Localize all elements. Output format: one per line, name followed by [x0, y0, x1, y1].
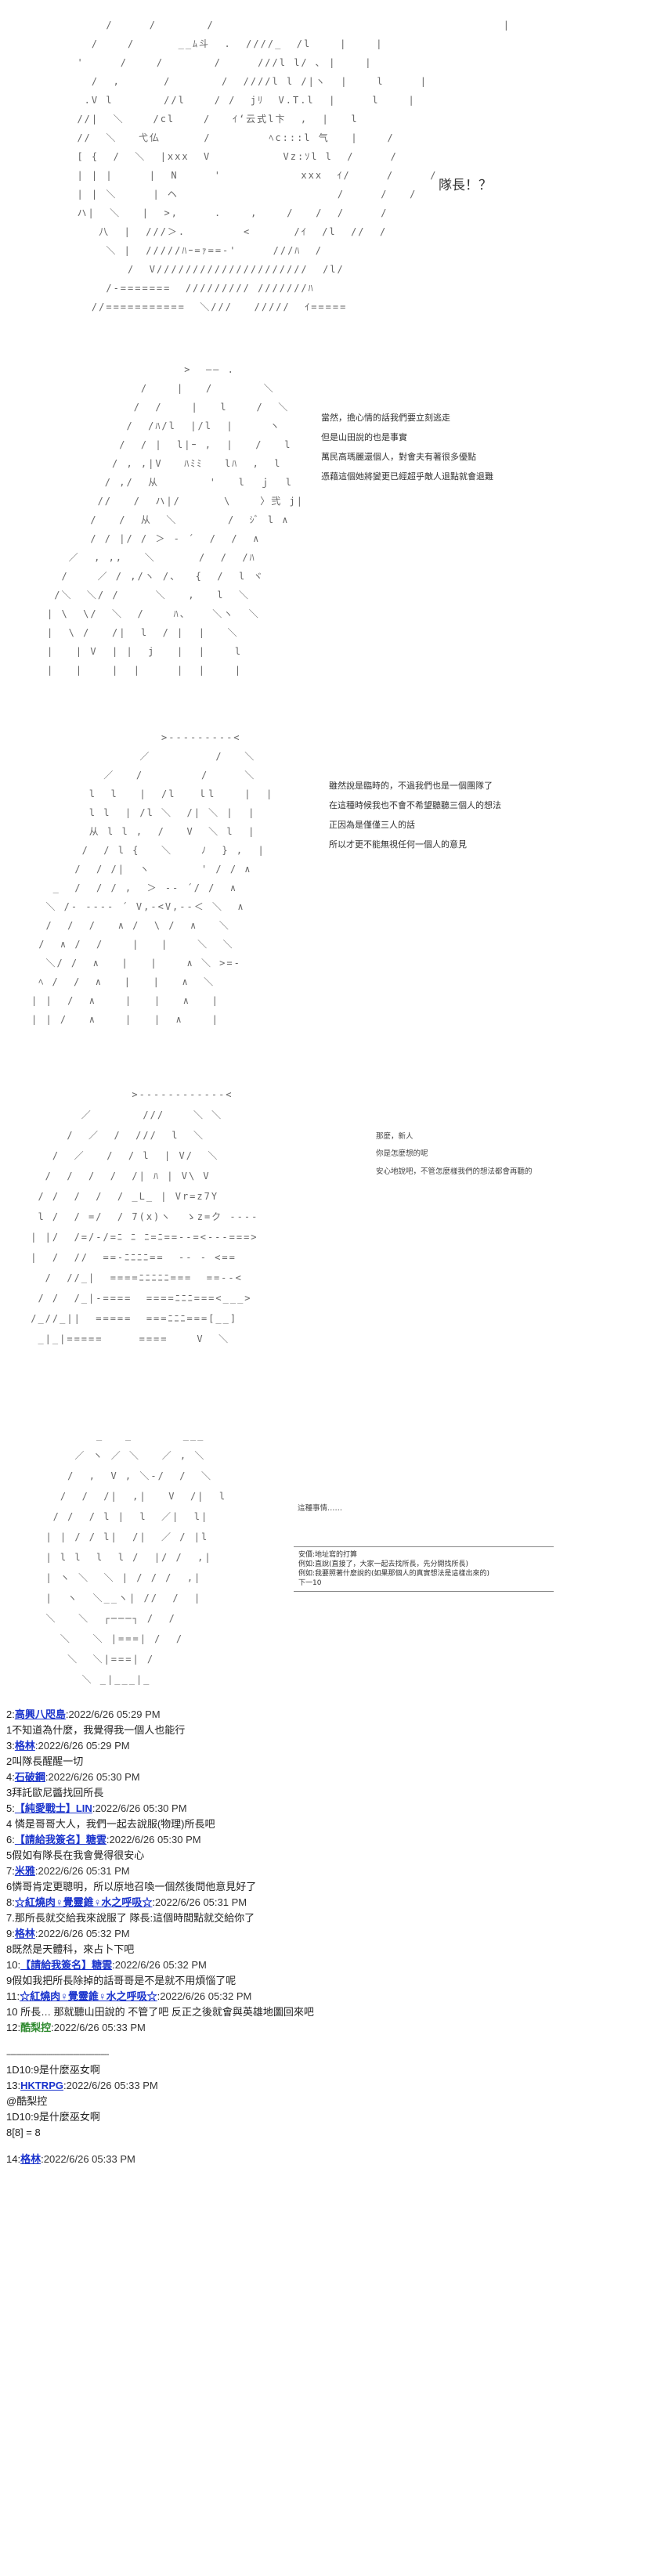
ascii-art-panel-5: _ _ ___ ／ ヽ ／ ＼ ／ , ＼ / , V , ＼-/ / ＼ / … [45, 1430, 227, 1685]
comment-number: 13 [6, 2080, 18, 2091]
comment-date: 2022/6/26 05:32 PM [160, 1990, 252, 2002]
aa-panel-4: >------------< ／ /// ＼ ＼ / ／ / /// l ＼ /… [0, 1069, 650, 1382]
comment-number: 10 [6, 1959, 18, 1971]
comment-list: 2:高興八咫島:2022/6/26 05:29 PM 1不知道為什麼，我覺得我一個… [6, 1707, 644, 2167]
comment-author-link[interactable]: 高興八咫島 [14, 1708, 66, 1720]
comment-author-link[interactable]: ☆紅燒肉♀覺靈錐♀水之呼吸☆ [20, 1990, 157, 2002]
aa-panel-2: > ―― . / | / ＼ / / | l / ＼ / /ﾊ/l |/l | … [0, 345, 650, 697]
comment-date: 2022/6/26 05:29 PM [68, 1708, 161, 1720]
comment-author-link[interactable]: 米雅 [14, 1865, 35, 1877]
comment-number: 6 [6, 1834, 13, 1845]
aa-panel-5: _ _ ___ ／ ヽ ／ ＼ ／ , ＼ / , V , ＼-/ / ＼ / … [0, 1409, 650, 1703]
comment-header: 8:☆紅燒肉♀覺靈錐♀水之呼吸☆:2022/6/26 05:31 PM [6, 1896, 247, 1908]
dialogue-line: 但是山田說的也是事實 [321, 432, 407, 442]
comment-header: 6:【請給我簽名】糖雲:2022/6/26 05:30 PM [6, 1834, 201, 1845]
comment-header: 14:格林:2022/6/26 05:33 PM [6, 2153, 135, 2165]
ascii-art-panel-2: > ―― . / | / ＼ / / | l / ＼ / /ﾊ/l |/l | … [47, 364, 304, 676]
comment-gap [6, 2141, 644, 2152]
comment-header: 10:【請給我簽名】糖雲:2022/6/26 05:32 PM [6, 1959, 207, 1971]
comment-header: 2:高興八咫島:2022/6/26 05:29 PM [6, 1708, 161, 1720]
comment-number: 4 [6, 1771, 13, 1783]
dialogue-line: 所以才更不能無視任何一個人的意見 [329, 839, 467, 850]
comment-date: 2022/6/26 05:31 PM [38, 1865, 130, 1877]
dialogue-line: 當然，擔心情的話我們要立刻逃走 [321, 413, 450, 423]
comment-date: 2022/6/26 05:31 PM [155, 1896, 247, 1908]
speech-panel-5: 這種事情…… [298, 1504, 343, 1513]
comment-number: 9 [6, 1928, 13, 1939]
ascii-art-panel-3: >---------< ／ / ＼ ／ / / ＼ l l | /l ｌl | … [31, 732, 274, 1025]
dialogue-line: 正因為是僅僅三人的話 [329, 820, 415, 830]
comment-header: 7:米雅:2022/6/26 05:31 PM [6, 1865, 130, 1877]
comment-date: 2022/6/26 05:32 PM [38, 1928, 130, 1939]
comment-number: 8 [6, 1896, 13, 1908]
comment-body: 3拜託歐尼醬找回所長 [6, 1787, 104, 1799]
comment-author-link[interactable]: HKTRPG [20, 2080, 63, 2091]
comment-header: 11:☆紅燒肉♀覺靈錐♀水之呼吸☆:2022/6/26 05:32 PM [6, 1990, 252, 2002]
comment-number: 2 [6, 1708, 13, 1720]
comment-body: 1D10:9是什麼巫女啊 [6, 2111, 100, 2123]
comment-number: 5 [6, 1802, 13, 1814]
comment-body: 10 所長… 那就聽山田說的 不管了吧 反正之後就會與英雄地圖回來吧 [6, 2006, 314, 2018]
choice-note-box: 安價:地址寫的打算 例如:直說(直接了，大家一起去找所長，先分開找所長) 例如:… [294, 1546, 554, 1592]
comment-body: 1D10:9是什麼巫女啊 [6, 2064, 100, 2076]
dialogue-line: 你是怎麼想的呢 [376, 1149, 428, 1158]
comment-body: @酷梨控 [6, 2095, 48, 2107]
comment-date: 2022/6/26 05:32 PM [114, 1959, 207, 1971]
comment-author-link[interactable]: 【請給我簽名】糖雲 [14, 1834, 107, 1845]
comment-author-link[interactable]: 酷梨控 [20, 2022, 52, 2033]
comment-author-link[interactable]: 格林 [14, 1740, 35, 1752]
comment-gap [6, 2036, 644, 2047]
comment-author-link[interactable]: 【純愛戰士】LIN [14, 1802, 92, 1814]
comment-author-link[interactable]: 格林 [20, 2153, 42, 2165]
comment-number: 14 [6, 2153, 18, 2165]
comment-date: 2022/6/26 05:30 PM [48, 1771, 140, 1783]
separator-line: ----------------------------------------… [6, 2050, 110, 2059]
dialogue-line: 憑藉這個她將變更已經超乎敵人退點就會退難 [321, 471, 493, 482]
comment-author-link[interactable]: 【請給我簽名】糖雲 [20, 1959, 113, 1971]
dialogue-line: 萬民高瑪麗還個人，對會夫有著很多優點 [321, 452, 476, 462]
comment-date: 2022/6/26 05:30 PM [109, 1834, 201, 1845]
comment-author-link[interactable]: 格林 [14, 1928, 35, 1939]
dialogue-line: 安心地說吧，不管怎麼樣我們的想法都會再聽的 [376, 1167, 533, 1176]
comment-body: 7.那所長就交給我來說服了 隊長:這個時間點就交給你了 [6, 1912, 255, 1924]
comment-header: 13:HKTRPG:2022/6/26 05:33 PM [6, 2080, 158, 2091]
comment-header: 5:【純愛戰士】LIN:2022/6/26 05:30 PM [6, 1802, 187, 1814]
comment-date: 2022/6/26 05:33 PM [43, 2153, 135, 2165]
comment-header: 9:格林:2022/6/26 05:32 PM [6, 1928, 130, 1939]
comment-author-link[interactable]: ☆紅燒肉♀覺靈錐♀水之呼吸☆ [14, 1896, 153, 1908]
dialogue-line: 雖然說是臨時的，不過我們也是一個團隊了 [329, 781, 493, 791]
comment-body: 8既然是天體科，來占卜下吧 [6, 1943, 135, 1955]
ascii-art-panel-1: / / / | / / __ﾑ斗 . ////_ /l | | ' / / / … [77, 20, 511, 312]
comment-date: 2022/6/26 05:29 PM [38, 1740, 130, 1752]
comment-header: 4:石破鋼:2022/6/26 05:30 PM [6, 1771, 140, 1783]
comment-header: 3:格林:2022/6/26 05:29 PM [6, 1740, 130, 1752]
aa-panel-1: / / / | / / __ﾑ斗 . ////_ /l | | ' / / / … [0, 0, 650, 345]
dialogue-line: 那麼，新人 [376, 1132, 413, 1141]
comment-body: 6憐哥肯定更聰明，所以原地召喚一個然後問他意見好了 [6, 1881, 257, 1892]
comment-author-link[interactable]: 石破鋼 [14, 1771, 45, 1783]
comment-number: 12 [6, 2022, 18, 2033]
comment-body: 4 憐是哥哥大人，我們一起去說服(物理)所長吧 [6, 1818, 215, 1830]
comment-date: 2022/6/26 05:30 PM [95, 1802, 187, 1814]
comment-date: 2022/6/26 05:33 PM [66, 2080, 158, 2091]
comment-body: 1不知道為什麼，我覺得我一個人也能行 [6, 1724, 186, 1736]
comment-body: 5假如有隊長在我會覺得很安心 [6, 1849, 145, 1861]
comment-date: 2022/6/26 05:33 PM [53, 2022, 146, 2033]
comment-number: 7 [6, 1865, 13, 1877]
comment-body: 8[8] = 8 [6, 2127, 41, 2138]
speech-panel-1: 隊長！？ [439, 178, 492, 193]
comment-number: 11 [6, 1990, 17, 2002]
comment-body: 2叫隊長醒醒一切 [6, 1755, 84, 1767]
dialogue-line: 在這種時候我也不會不希望聽聽三個人的想法 [329, 800, 501, 810]
comment-number: 3 [6, 1740, 13, 1752]
aa-panel-3: >---------< ／ / ＼ ／ / / ＼ l l | /l ｌl | … [0, 709, 650, 1053]
comment-body: 9假如我把所長除掉的話哥哥是不是就不用煩惱了呢 [6, 1975, 237, 1986]
ascii-art-panel-4: >------------< ／ /// ＼ ＼ / ／ / /// l ＼ /… [31, 1089, 259, 1344]
comment-header: 12:酷梨控:2022/6/26 05:33 PM [6, 2022, 146, 2033]
